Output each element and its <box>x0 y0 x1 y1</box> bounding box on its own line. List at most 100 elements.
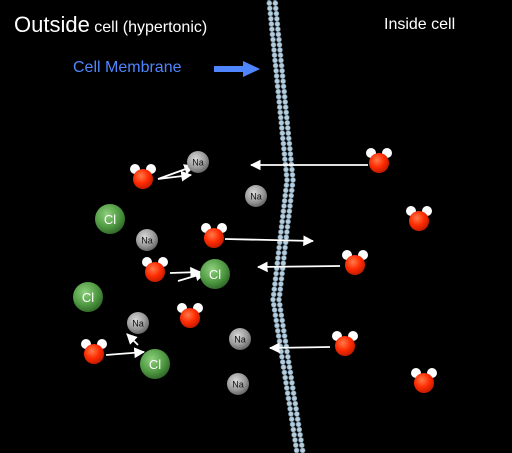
membrane-bead <box>266 0 273 7</box>
movement-arrow <box>157 164 196 180</box>
membrane-bead <box>297 431 303 438</box>
membrane-bead <box>275 31 282 38</box>
membrane-bead <box>288 192 295 199</box>
membrane-bead <box>288 411 294 417</box>
membrane-bead <box>293 447 300 453</box>
membrane-bead <box>277 114 284 121</box>
membrane-bead <box>285 130 292 136</box>
chloride-ion-label: Cl <box>82 290 94 305</box>
membrane-bead <box>283 114 290 121</box>
membrane-bead <box>280 83 287 90</box>
membrane-bead <box>285 135 292 142</box>
membrane-bead <box>287 151 294 157</box>
water-molecule <box>411 368 437 393</box>
membrane-bead <box>285 395 292 402</box>
membrane-bead <box>291 395 298 402</box>
membrane-bead <box>270 296 276 303</box>
membrane-bead <box>276 36 282 43</box>
sodium-ion-sphere <box>136 229 158 251</box>
membrane-bead <box>278 312 285 319</box>
membrane-bead <box>276 301 283 308</box>
membrane-bead <box>282 338 289 345</box>
membrane-bead <box>278 224 285 230</box>
membrane-bead <box>281 203 287 209</box>
membrane-bead <box>285 359 292 365</box>
membrane-bead <box>275 333 282 339</box>
sodium-ion-label: Na <box>232 380 244 390</box>
membrane-bead <box>272 312 279 319</box>
membrane-bead <box>270 41 277 48</box>
water-molecule <box>201 223 227 248</box>
membrane-bead <box>276 296 282 303</box>
outside-title-rest: cell (hypertonic) <box>94 19 208 36</box>
membrane-bead <box>269 31 276 38</box>
membrane-bead <box>270 301 277 308</box>
membrane-bead <box>274 260 281 267</box>
membrane-bead <box>272 275 279 282</box>
chloride-ion: Cl <box>73 282 103 312</box>
membrane-bead <box>291 431 297 438</box>
membrane-bead <box>272 62 279 69</box>
membrane-bead <box>278 275 285 282</box>
water-molecule <box>332 331 358 356</box>
chloride-ion-sphere <box>73 282 103 312</box>
cell-membrane <box>266 0 306 453</box>
movement-arrow <box>169 266 202 278</box>
membrane-bead <box>283 234 290 240</box>
membrane-bead <box>276 338 283 345</box>
oxygen-atom <box>335 336 355 356</box>
membrane-bead <box>284 348 290 355</box>
membrane-bead <box>286 208 293 214</box>
oxygen-atom <box>369 153 389 173</box>
sodium-ion-label: Na <box>234 335 246 345</box>
membrane-bead <box>292 442 299 449</box>
chloride-ion-sphere <box>140 349 170 379</box>
membrane-bead <box>279 73 286 79</box>
membrane-bead <box>271 52 278 59</box>
membrane-bead <box>279 359 286 365</box>
membrane-bead <box>273 10 280 17</box>
membrane-bead <box>286 140 293 147</box>
membrane-bead <box>281 198 288 204</box>
membrane-bead <box>277 109 284 116</box>
sodium-ion-label: Na <box>141 236 153 246</box>
membrane-bead <box>281 333 288 339</box>
membrane-bead <box>288 156 294 162</box>
membrane-bead <box>288 374 295 381</box>
membrane-bead <box>279 130 286 136</box>
membrane-bead <box>281 88 288 95</box>
membrane-bead <box>282 374 289 381</box>
sodium-ion-label: Na <box>250 192 262 202</box>
membrane-bead <box>289 379 295 386</box>
membrane-bead <box>278 120 285 126</box>
chloride-ion-sphere <box>95 204 125 234</box>
membrane-bead <box>282 99 289 105</box>
membrane-bead <box>273 317 280 324</box>
membrane-pointer-arrow <box>214 61 260 77</box>
membrane-bead <box>272 5 279 12</box>
sodium-ion: Na <box>127 312 149 334</box>
membrane-bead <box>268 15 274 22</box>
sodium-ion-sphere <box>127 312 149 334</box>
membrane-bead <box>279 218 285 225</box>
movement-arrow <box>126 333 139 346</box>
membrane-bead <box>280 208 287 214</box>
chloride-ion: Cl <box>200 259 230 289</box>
membrane-bead <box>282 244 288 251</box>
membrane-bead <box>294 411 300 417</box>
membrane-bead <box>270 36 276 43</box>
membrane-bead <box>278 62 285 69</box>
pointer-head <box>243 61 260 77</box>
water-molecule <box>142 257 168 282</box>
membrane-bead <box>278 348 284 355</box>
membrane-bead <box>279 213 286 220</box>
membrane-bead <box>273 73 280 79</box>
membrane-bead <box>277 47 283 53</box>
membrane-bead <box>274 322 280 329</box>
membrane-bead <box>276 99 283 105</box>
membrane-bead <box>283 166 289 173</box>
sodium-ion: Na <box>229 328 251 350</box>
movement-arrow <box>256 261 341 273</box>
